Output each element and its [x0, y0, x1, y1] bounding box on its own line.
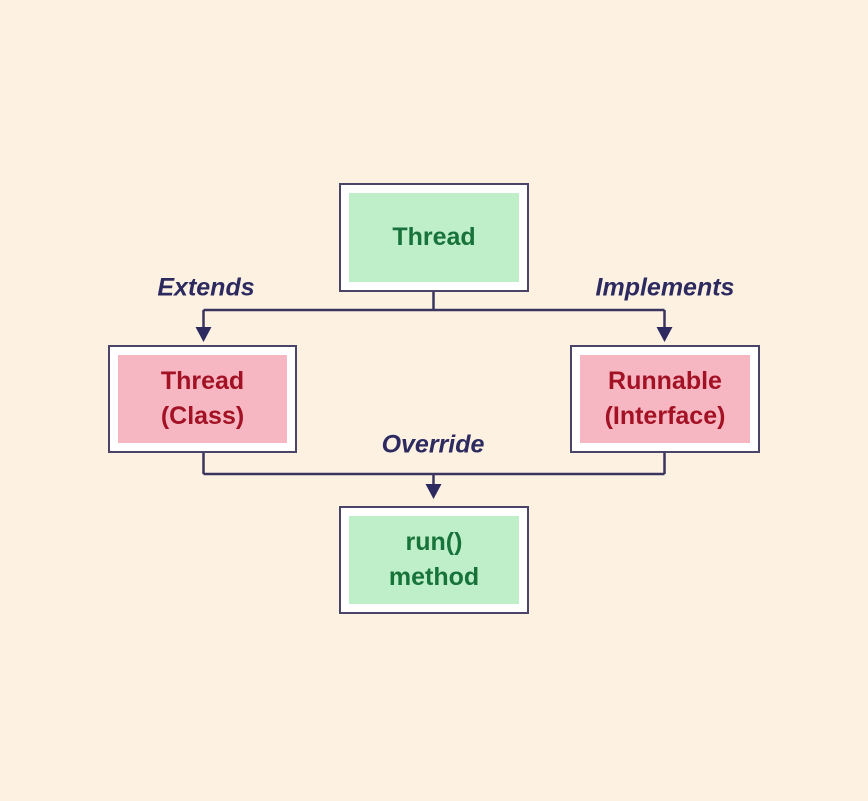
node-thread-class-label-line2: (Class)	[160, 402, 245, 430]
node-thread-class-body: Thread (Class)	[118, 355, 287, 443]
arrowhead-extends	[195, 327, 212, 342]
arrowhead-override	[425, 484, 442, 499]
node-thread-class: Thread (Class)	[108, 345, 297, 453]
node-runnable-interface: Runnable (Interface)	[570, 345, 760, 453]
edge-label-implements: Implements	[595, 273, 735, 302]
node-runnable-interface-label-line1: Runnable	[608, 367, 722, 395]
node-run-method: run() method	[339, 506, 529, 614]
edge-label-override: Override	[381, 430, 485, 459]
node-thread-body: Thread	[349, 193, 519, 282]
node-thread-label: Thread	[392, 223, 476, 251]
node-run-method-body: run() method	[349, 516, 519, 604]
node-thread: Thread	[339, 183, 529, 292]
node-runnable-interface-body: Runnable (Interface)	[580, 355, 750, 443]
arrowhead-implements	[656, 327, 673, 342]
edge-label-extends: Extends	[157, 273, 255, 302]
node-run-method-label-line2: method	[388, 563, 480, 591]
node-run-method-label-line1: run()	[405, 528, 463, 556]
node-runnable-interface-label-line2: (Interface)	[604, 402, 726, 430]
node-thread-class-label-line1: Thread	[160, 367, 245, 395]
